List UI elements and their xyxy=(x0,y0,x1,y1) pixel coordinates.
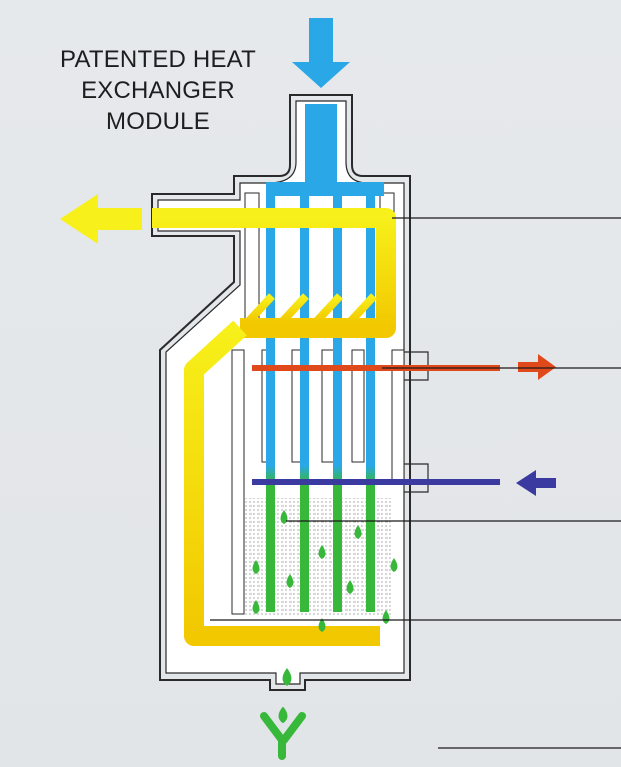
droplet-icon xyxy=(286,574,294,588)
y-drain-icon xyxy=(260,707,306,760)
cold-inlet-channel xyxy=(305,104,337,188)
droplet-icon xyxy=(282,668,292,686)
droplet-icon xyxy=(252,600,260,614)
vertical-tubes xyxy=(266,182,375,612)
water-in-left-arrow-icon xyxy=(516,470,556,496)
droplet-icon xyxy=(252,560,260,574)
droplet-icon xyxy=(346,580,354,594)
droplet-icon xyxy=(318,618,326,632)
condensate-droplets xyxy=(252,510,398,686)
leader-lines xyxy=(210,217,621,749)
title-line-1: PATENTED HEAT xyxy=(60,46,256,73)
inlet-down-arrow-icon xyxy=(292,18,350,88)
cold-manifold xyxy=(266,182,384,196)
exhaust-left-arrow-icon xyxy=(60,194,142,244)
droplet-icon xyxy=(280,510,288,524)
droplet-icon xyxy=(318,545,326,559)
hot-gas-path xyxy=(152,208,396,646)
title-line-2: EXCHANGER xyxy=(81,77,235,104)
droplet-icon xyxy=(390,558,398,572)
droplet-icon xyxy=(354,525,362,539)
title-line-3: MODULE xyxy=(106,108,210,135)
diagram-title: PATENTED HEAT EXCHANGER MODULE xyxy=(38,44,278,137)
water-out-right-arrow-icon xyxy=(518,354,556,380)
